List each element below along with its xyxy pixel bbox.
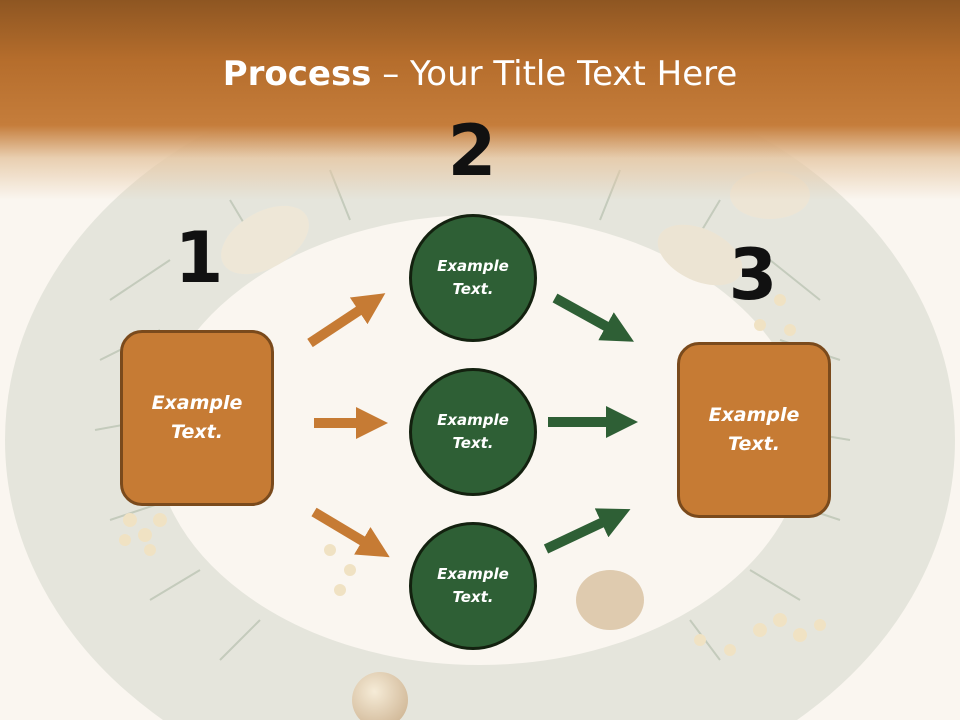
step-1-number: 1 [174,217,224,299]
step-1-text: Example Text. [151,392,243,443]
title-bold: Process [222,54,372,94]
step-2-number: 2 [447,110,497,192]
step-3-text: Example Text. [708,404,800,455]
circle-top-text: Example Text. [437,257,509,298]
title-rest: – Your Title Text Here [371,54,738,94]
step-1-box: Example Text. [120,330,274,506]
step-2-circle-top: Example Text. [409,214,537,342]
step-2-circle-bottom: Example Text. [409,522,537,650]
circle-bottom-text: Example Text. [437,565,509,606]
header-band [0,0,960,200]
circle-middle-text: Example Text. [437,411,509,452]
step-2-circle-middle: Example Text. [409,368,537,496]
step-3-number: 3 [728,234,778,316]
arrow-box1-to-circle-top [307,293,386,348]
step-3-box: Example Text. [677,342,831,518]
slide-title: Process – Your Title Text Here [0,52,960,96]
arrow-box1-to-circle-bottom [311,507,390,558]
arrow-circle-bottom-to-box3 [543,508,631,554]
arrow-circle-top-to-box3 [552,293,634,342]
